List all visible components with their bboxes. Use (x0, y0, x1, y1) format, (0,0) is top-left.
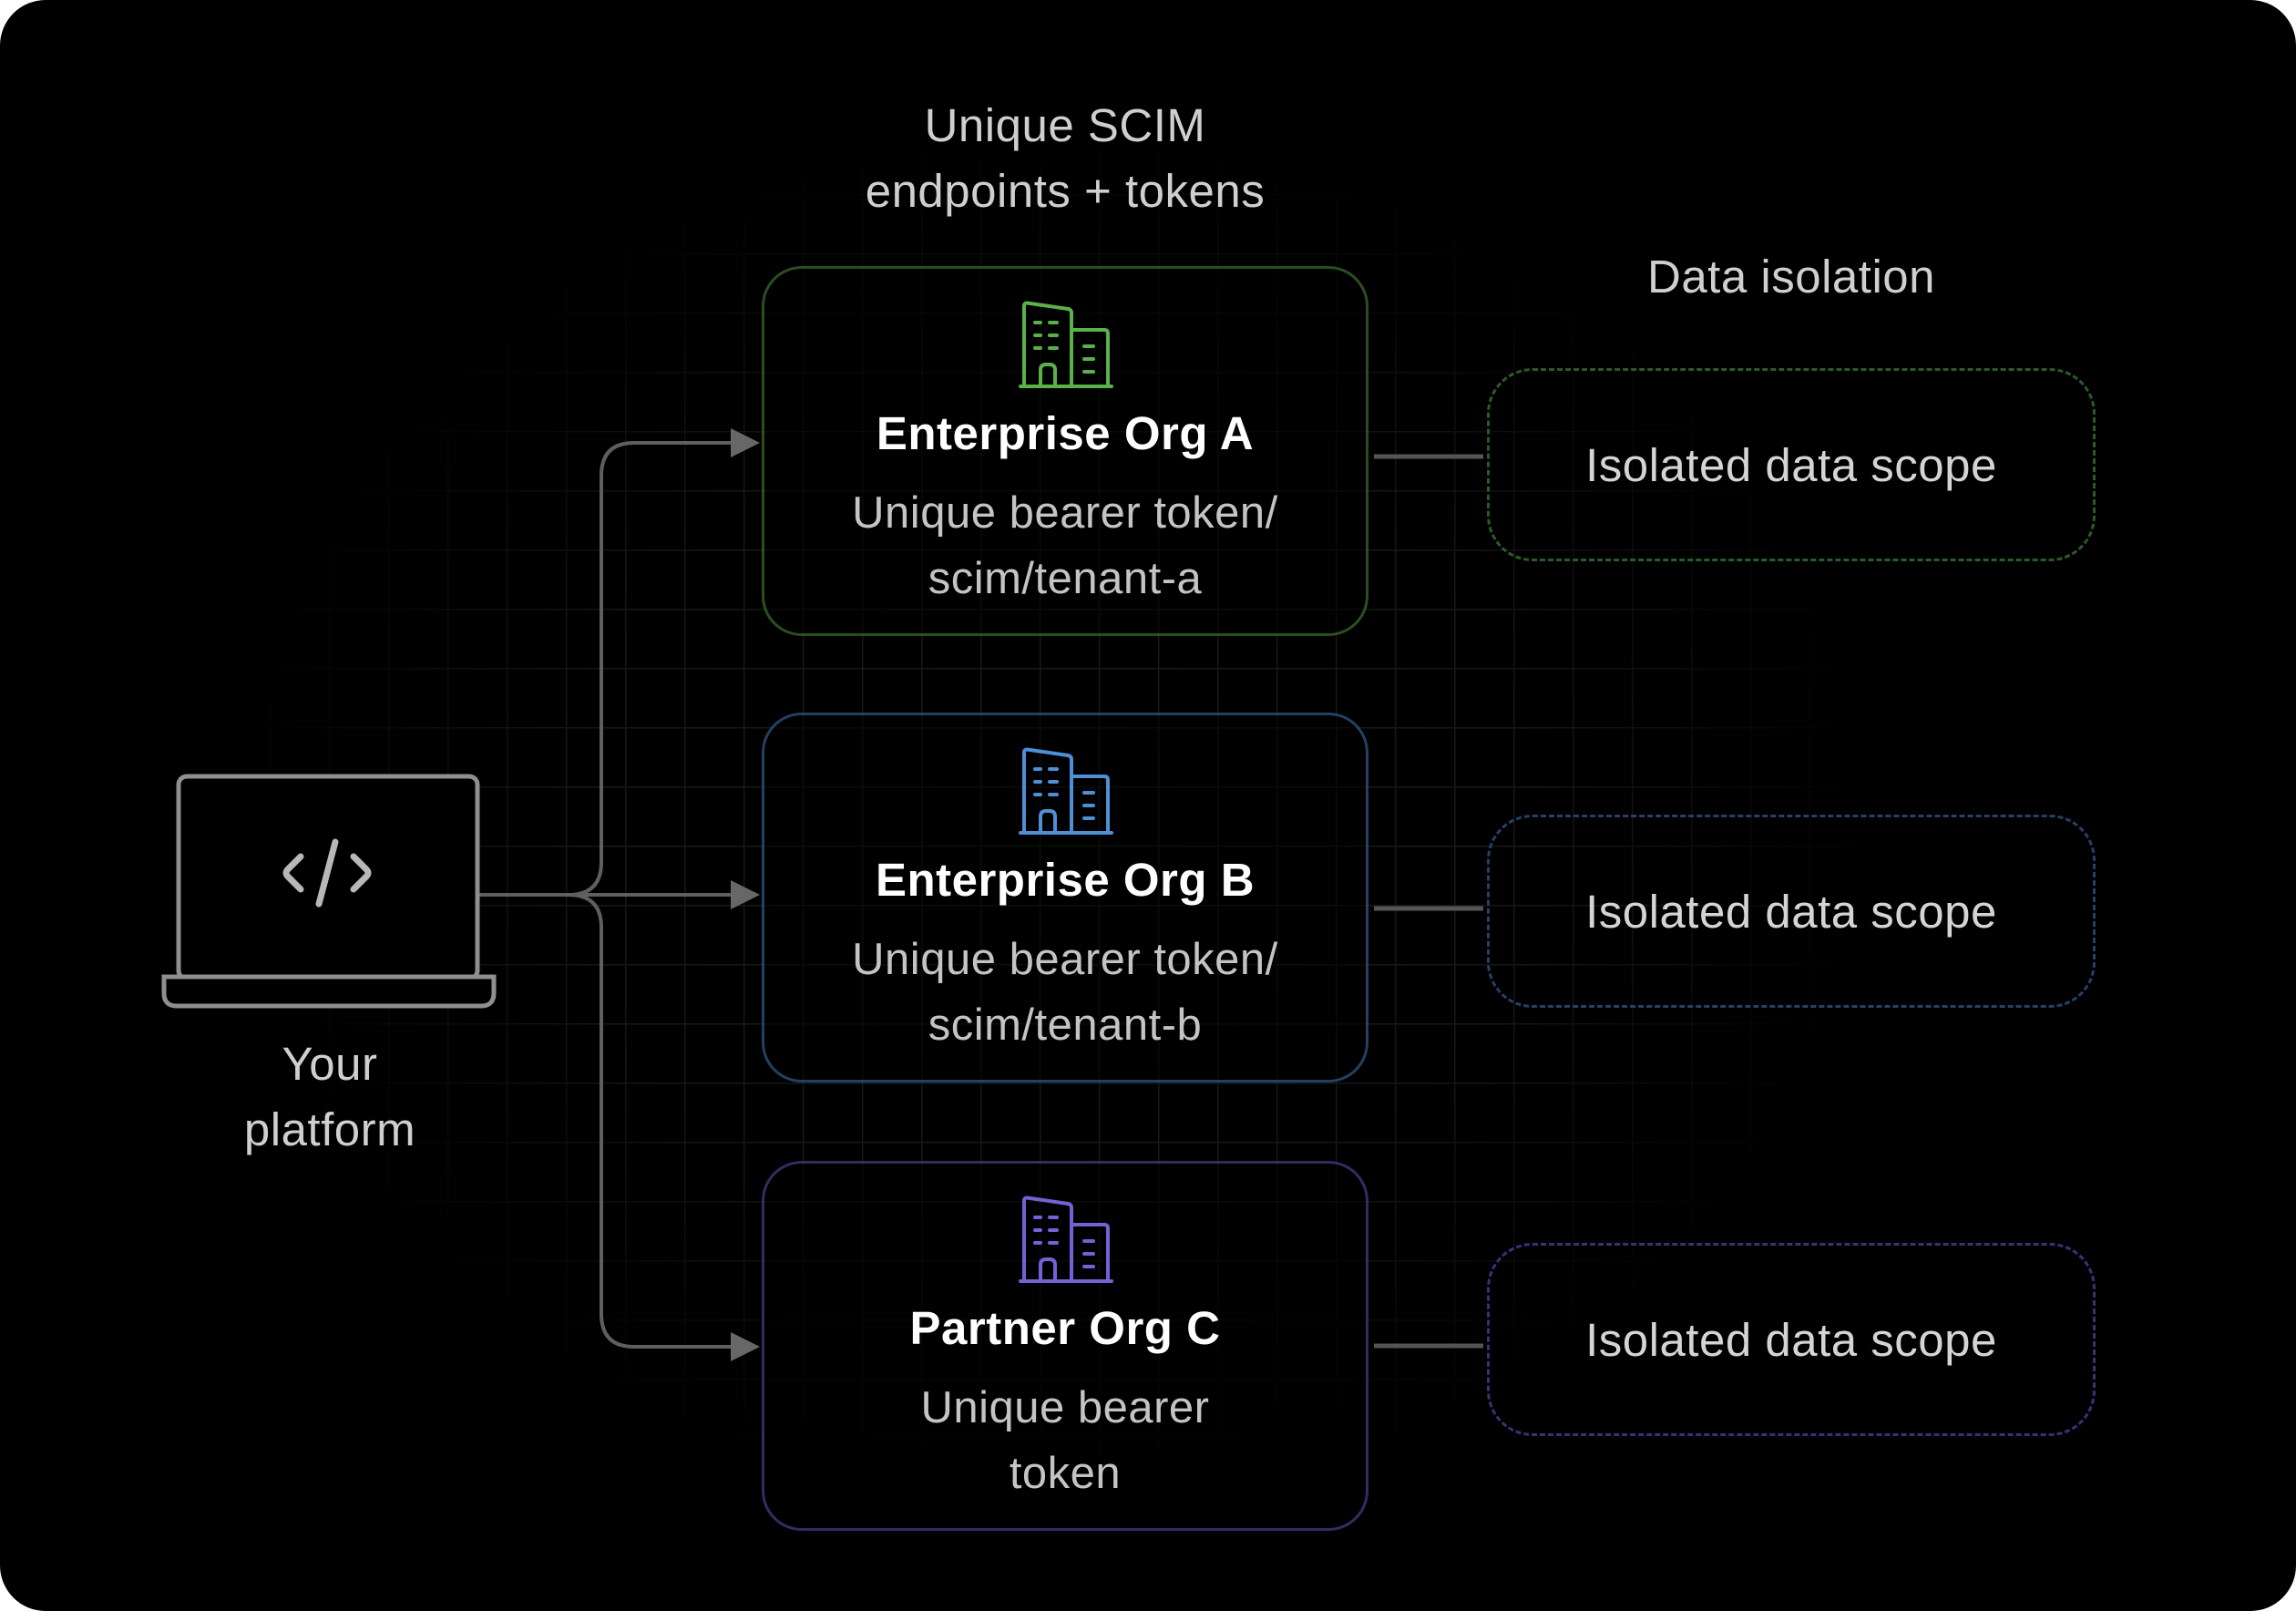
isolated-scope-a: Isolated data scope (1487, 368, 2096, 561)
trunk-line (477, 441, 734, 897)
org-card-endpoint-line: scim/tenant-b (928, 1000, 1203, 1050)
org-card-token-line: Unique bearer (920, 1383, 1210, 1432)
trunk-line-lower (568, 893, 734, 1349)
org-card-token-line-2: token (1009, 1449, 1122, 1498)
platform-label: Your platform (193, 1031, 466, 1163)
platform-label-line1: Your (282, 1038, 378, 1090)
isolation-heading: Data isolation (1646, 251, 1935, 303)
org-card-title: Enterprise Org A (876, 407, 1255, 459)
isolated-scope-c: Isolated data scope (1487, 1243, 2096, 1436)
scope-label: Isolated data scope (1585, 885, 1997, 938)
arrow-b (731, 880, 760, 909)
arrow-a (731, 428, 760, 457)
org-card-token-line: Unique bearer token/ (852, 488, 1278, 538)
org-card-enterprise-b: Enterprise Org B Unique bearer token/ sc… (762, 713, 1368, 1083)
endpoints-heading-line1: Unique SCIM (924, 99, 1206, 151)
org-card-details: Unique bearer token/ scim/tenant-a (764, 480, 1366, 611)
org-card-enterprise-a: Enterprise Org A Unique bearer token/ sc… (762, 266, 1368, 636)
isolated-scope-b: Isolated data scope (1487, 815, 2096, 1008)
org-card-token-line: Unique bearer token/ (852, 935, 1278, 984)
org-card-title: Enterprise Org B (875, 854, 1256, 906)
scope-label: Isolated data scope (1585, 438, 1997, 491)
code-icon (282, 838, 372, 908)
platform-label-line2: platform (243, 1103, 416, 1155)
arrow-c (731, 1332, 760, 1361)
building-icon (1019, 1195, 1113, 1283)
org-card-endpoint-line: scim/tenant-a (928, 554, 1203, 603)
laptop-icon (161, 774, 497, 1009)
building-icon (1019, 301, 1113, 388)
org-card-title: Partner Org C (909, 1302, 1221, 1354)
scope-label: Isolated data scope (1585, 1313, 1997, 1366)
endpoints-heading-line2: endpoints + tokens (865, 165, 1266, 217)
org-card-details: Unique bearer token (764, 1375, 1366, 1506)
building-icon (1019, 747, 1113, 835)
org-card-details: Unique bearer token/ scim/tenant-b (764, 927, 1366, 1058)
org-card-partner-c: Partner Org C Unique bearer token (762, 1161, 1368, 1531)
endpoints-heading: Unique SCIM endpoints + tokens (792, 93, 1338, 224)
